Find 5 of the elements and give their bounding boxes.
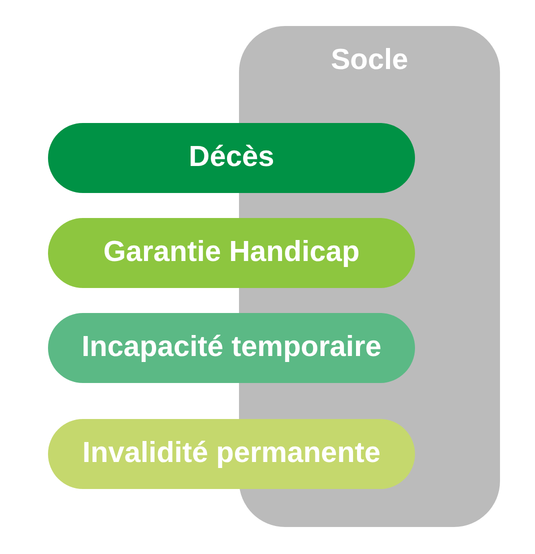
pill-label: Garantie Handicap (103, 236, 360, 270)
pill-label: Invalidité permanente (82, 437, 381, 471)
pill-label: Incapacité temporaire (82, 331, 382, 365)
panel-title: Socle (330, 44, 408, 78)
pill-label: Décès (188, 141, 274, 175)
